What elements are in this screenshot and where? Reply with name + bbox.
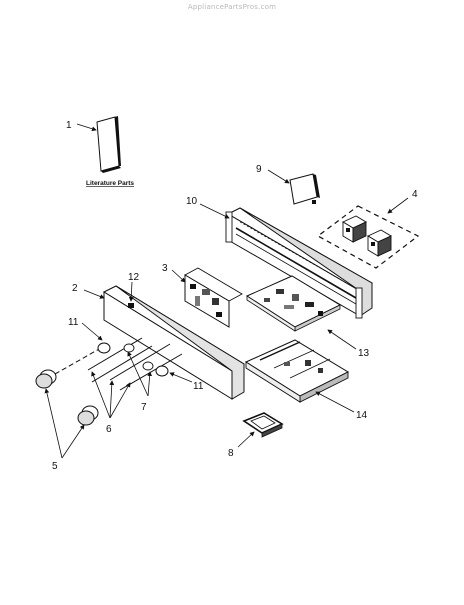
knob-shafts bbox=[47, 337, 183, 391]
callout-5: 5 bbox=[52, 461, 58, 472]
callout-8: 8 bbox=[228, 448, 234, 459]
knob-upper bbox=[35, 369, 57, 389]
part-4-relays: 4 bbox=[316, 189, 420, 269]
callout-1: 1 bbox=[66, 120, 72, 131]
part-13-control-board: 13 bbox=[245, 275, 370, 359]
callout-3: 3 bbox=[162, 263, 168, 274]
watermark: AppliancePartsPros.com bbox=[187, 3, 277, 11]
callout-9: 9 bbox=[256, 164, 262, 175]
part-3-circuit-board: 3 bbox=[162, 263, 243, 328]
literature-booklet: 1 Literature Parts bbox=[66, 116, 134, 187]
callout-14: 14 bbox=[356, 410, 368, 421]
callout-4: 4 bbox=[412, 189, 418, 200]
callout-6: 6 bbox=[106, 424, 112, 435]
callout-10: 10 bbox=[186, 196, 198, 207]
callout-2: 2 bbox=[72, 283, 78, 294]
callout-11-lower: 11 bbox=[193, 381, 204, 392]
part-12-label: 12 bbox=[128, 272, 140, 302]
part-10-housing: 10 bbox=[186, 196, 373, 319]
callout-11-upper: 11 bbox=[68, 317, 79, 328]
part-8-frame: 8 bbox=[228, 412, 284, 459]
part-9-cover: 9 bbox=[256, 164, 320, 205]
callout-7: 7 bbox=[141, 402, 147, 413]
callout-13: 13 bbox=[358, 348, 370, 359]
callout-12: 12 bbox=[128, 272, 140, 283]
literature-parts-label: Literature Parts bbox=[86, 180, 134, 187]
part-14-bracket-tray: 14 bbox=[244, 339, 368, 421]
knob-lower bbox=[77, 405, 99, 426]
